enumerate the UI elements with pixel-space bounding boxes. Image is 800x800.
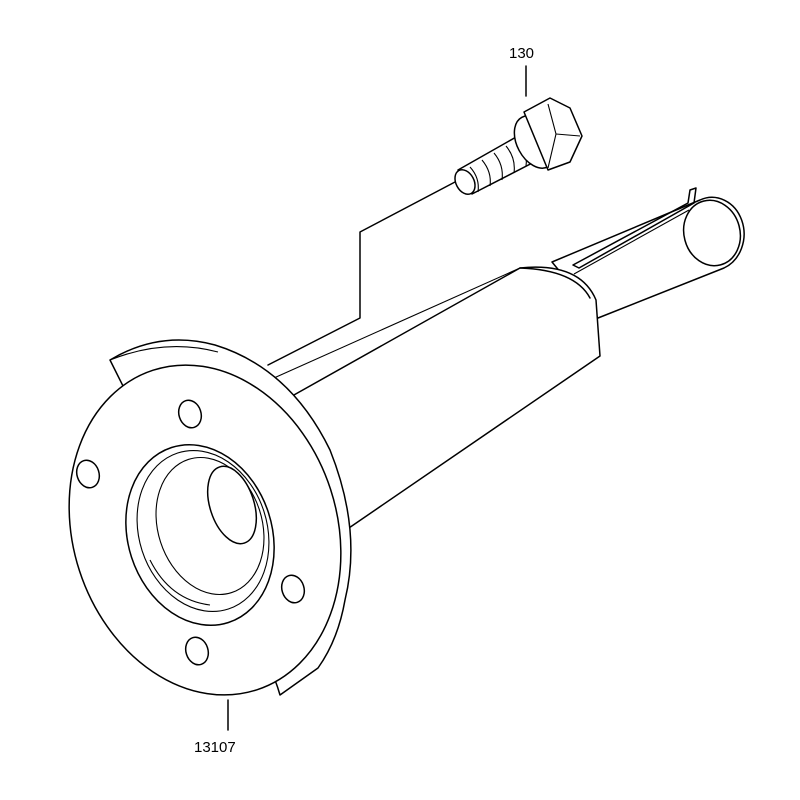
- tube-body: [264, 266, 601, 531]
- shaft-housing-13107: [68, 187, 745, 696]
- bolt-130: [454, 97, 583, 195]
- callout-130: 130: [509, 45, 534, 97]
- bolt-hole-2: [75, 459, 101, 489]
- bolt-holes: [75, 399, 306, 666]
- inner-bore: [206, 465, 258, 545]
- bolt-hole-4: [184, 636, 210, 666]
- bolt-hole-3: [280, 574, 306, 604]
- callout-13107: 13107: [194, 699, 236, 756]
- assembly-guide-line: [267, 181, 456, 366]
- callout-label-130: 130: [509, 45, 534, 62]
- callout-label-13107: 13107: [194, 739, 236, 756]
- keyway-slot: [572, 187, 697, 269]
- bolt-hole-1: [177, 399, 203, 429]
- keyed-shaft-end: [551, 187, 745, 319]
- central-bore: [125, 443, 275, 627]
